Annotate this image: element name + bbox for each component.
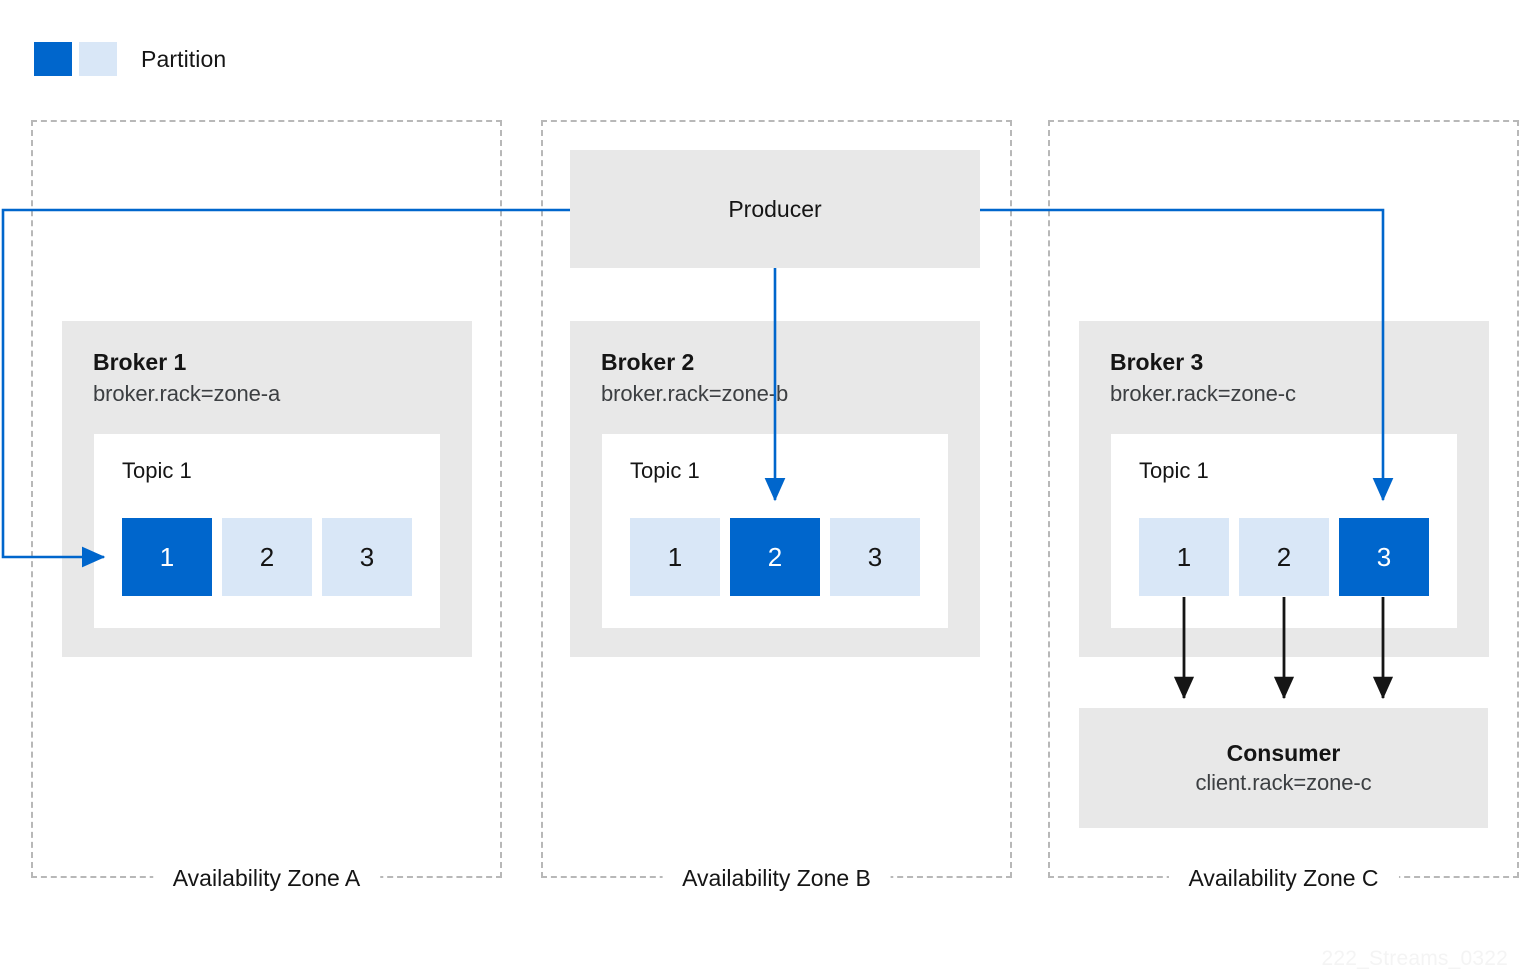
availability-zone-a-label: Availability Zone A xyxy=(152,859,381,897)
broker-1-topic-title: Topic 1 xyxy=(122,458,192,483)
broker-3-partition-2: 2 xyxy=(1239,518,1329,596)
broker-1-partition-2: 2 xyxy=(222,518,312,596)
producer-box: Producer xyxy=(570,150,980,268)
legend-swatch-active xyxy=(34,42,72,76)
broker-2-partition-3: 3 xyxy=(830,518,920,596)
broker-1-partition-list: 1 2 3 xyxy=(122,518,412,596)
watermark: 222_Streams_0322 xyxy=(1321,947,1508,970)
broker-1-rack: broker.rack=zone-a xyxy=(93,381,281,406)
broker-3-partition-3: 3 xyxy=(1339,518,1429,596)
broker-3-card: Broker 3 broker.rack=zone-c Topic 1 1 2 … xyxy=(1079,321,1489,657)
broker-2-title: Broker 2 xyxy=(601,349,695,375)
broker-1-card: Broker 1 broker.rack=zone-a Topic 1 1 2 … xyxy=(62,321,472,657)
broker-3-rack: broker.rack=zone-c xyxy=(1110,381,1296,406)
broker-3-topic-panel: Topic 1 1 2 3 xyxy=(1111,434,1457,628)
broker-2-topic-title: Topic 1 xyxy=(630,458,700,483)
availability-zone-c: Availability Zone C xyxy=(1048,120,1519,897)
broker-2-partition-1: 1 xyxy=(630,518,720,596)
broker-2-card: Broker 2 broker.rack=zone-b Topic 1 1 2 … xyxy=(570,321,980,657)
availability-zone-c-label: Availability Zone C xyxy=(1168,859,1399,897)
consumer-rack: client.rack=zone-c xyxy=(1195,770,1372,795)
broker-1-topic-panel: Topic 1 1 2 3 xyxy=(94,434,440,628)
broker-2-partition-list: 1 2 3 xyxy=(630,518,920,596)
broker-3-partition-list: 1 2 3 xyxy=(1139,518,1429,596)
legend-label: Partition xyxy=(141,45,227,72)
consumer-box: Consumer client.rack=zone-c xyxy=(1079,708,1488,828)
broker-3-partition-1: 1 xyxy=(1139,518,1229,596)
legend: Partition xyxy=(34,42,226,76)
broker-1-partition-1: 1 xyxy=(122,518,212,596)
broker-2-rack: broker.rack=zone-b xyxy=(601,381,789,406)
broker-3-topic-title: Topic 1 xyxy=(1139,458,1209,483)
broker-1-title: Broker 1 xyxy=(93,349,187,375)
producer-label: Producer xyxy=(728,195,822,222)
legend-swatch-inactive xyxy=(79,42,117,76)
availability-zone-b-label: Availability Zone B xyxy=(662,859,891,897)
broker-3-title: Broker 3 xyxy=(1110,349,1204,375)
consumer-title: Consumer xyxy=(1226,740,1341,766)
broker-2-partition-2: 2 xyxy=(730,518,820,596)
broker-2-topic-panel: Topic 1 1 2 3 xyxy=(602,434,948,628)
broker-1-partition-3: 3 xyxy=(322,518,412,596)
